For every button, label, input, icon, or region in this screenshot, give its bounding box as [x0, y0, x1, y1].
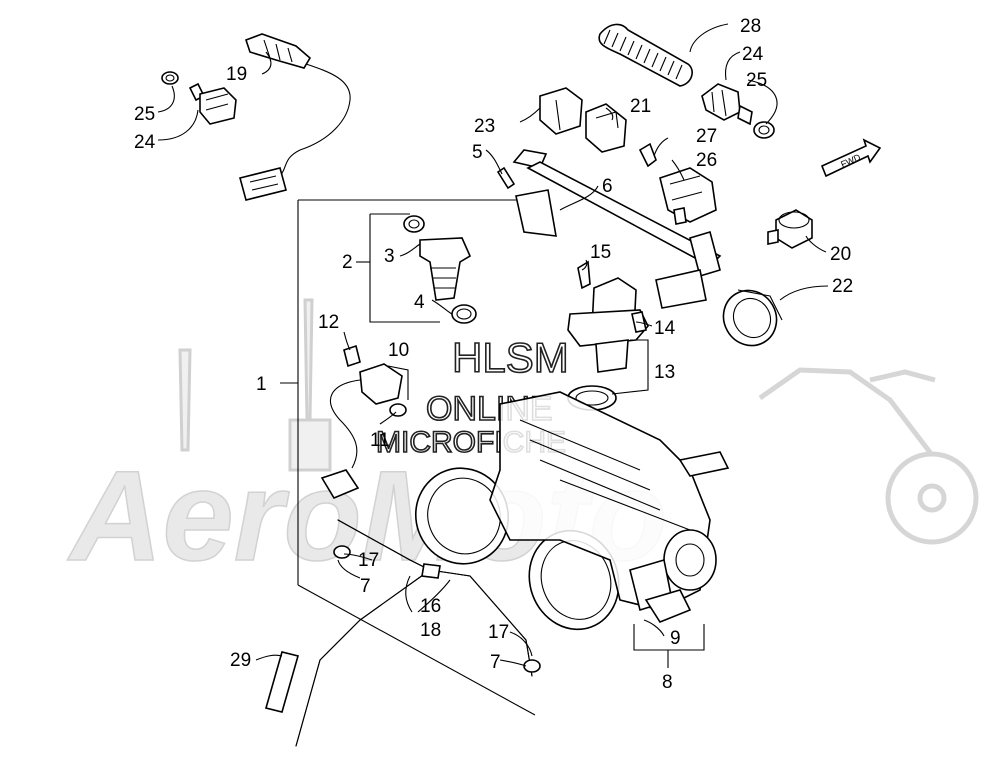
throttle-body-icon	[414, 391, 730, 631]
callout-20: 20	[830, 244, 851, 265]
callout-28: 28	[740, 16, 761, 37]
callout-16: 16	[420, 596, 441, 617]
callout-12: 12	[318, 312, 339, 333]
callout-17-right: 17	[488, 622, 509, 643]
callout-1: 1	[256, 374, 267, 395]
callout-15: 15	[590, 242, 611, 263]
callout-27: 27	[696, 126, 717, 147]
callout-19: 19	[226, 64, 247, 85]
assembly-bracket	[280, 199, 536, 716]
callout-24-right: 24	[742, 44, 764, 65]
callout-6: 6	[602, 176, 613, 197]
callout-numbers: 1 2 3 4 5 6 7 7 8 9 10 11 12 13 14 15 16…	[134, 16, 853, 693]
callout-2: 2	[342, 252, 353, 273]
map-sensor-icon	[638, 142, 717, 225]
callout-29: 29	[230, 650, 251, 671]
forward-arrow-icon: FWD	[820, 138, 882, 178]
callout-24-left: 24	[134, 132, 156, 153]
hose-clamp-icon	[722, 289, 783, 347]
callout-21: 21	[630, 96, 651, 117]
callout-4: 4	[414, 292, 425, 313]
tps-sensor-icon	[320, 344, 407, 500]
idle-valve-icon	[567, 260, 649, 411]
callout-9: 9	[670, 628, 681, 649]
callout-7-right: 7	[490, 652, 501, 673]
callout-26: 26	[696, 150, 717, 171]
callout-8: 8	[662, 672, 673, 693]
watermark-hlsm: HLSM	[452, 334, 569, 381]
leader-lines	[157, 23, 829, 668]
temp-sensor-left-icon	[161, 71, 237, 125]
callout-14: 14	[654, 318, 676, 339]
fuel-rail-icon	[496, 149, 722, 309]
callout-7-left: 7	[360, 576, 371, 597]
tower-watermark-icon	[178, 298, 332, 472]
callout-13: 13	[654, 362, 675, 383]
forward-arrow-label: FWD	[839, 152, 862, 170]
callout-11: 11	[370, 430, 390, 451]
relay-icon	[539, 87, 627, 153]
callout-3: 3	[384, 246, 395, 267]
hose-sleeve-icon	[598, 23, 693, 87]
callout-22: 22	[832, 276, 853, 297]
callout-17-left: 17	[358, 550, 379, 571]
oxygen-sensor-icon	[239, 33, 351, 201]
pressure-switch-icon	[767, 209, 813, 249]
temp-sensor-right-icon	[701, 83, 775, 139]
callout-18: 18	[420, 620, 441, 641]
fuel-injector-icon	[403, 215, 477, 324]
callout-25-right: 25	[746, 70, 767, 91]
callout-5: 5	[472, 142, 483, 163]
motorcycle-watermark-icon	[758, 367, 979, 545]
vacuum-hose-icon	[265, 519, 541, 747]
callout-10: 10	[388, 340, 409, 361]
callout-23: 23	[474, 116, 495, 137]
callout-25-left: 25	[134, 104, 155, 125]
